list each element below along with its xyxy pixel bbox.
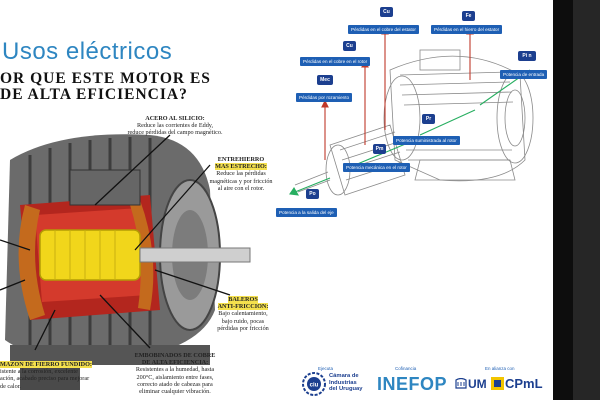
slide-question-line-1: OR QUE ESTE MOTOR ES — [0, 70, 211, 87]
um-logo: UM — [468, 377, 487, 391]
inefop-logo: INEFOP — [377, 374, 448, 394]
caption-embobinados: EMBOBINADOS DE COBRE DE ALTA EFICIENCIA:… — [134, 352, 216, 396]
badge-cu-rotor: Cu — [343, 41, 356, 51]
badge-pin: Pi n — [518, 51, 536, 61]
window-gutter — [553, 0, 573, 400]
tag-potencia-mecanica: Potencia mecánica en el rotor — [343, 163, 410, 172]
svg-text:ciu: ciu — [310, 383, 319, 389]
badge-fe: Fe — [462, 11, 475, 21]
caption-acero-al-silicio: ACERO AL SILICIO: Reduce las corrientes … — [127, 115, 223, 137]
cpml-logo: CPmL — [505, 376, 543, 391]
tag-estator-fe: Pérdidas en el hierro del estator — [431, 25, 503, 34]
slide-question-line-2: DE ALTA EFICIENCIA? — [0, 86, 188, 103]
slide-title: Usos eléctricos — [2, 38, 173, 65]
tag-rotor-cu: Pérdidas en el cobre en el rotor — [300, 57, 371, 66]
tag-estator-cu: Pérdidas en el cobre del estator — [348, 25, 419, 34]
badge-cu-stator: Cu — [380, 7, 393, 17]
um-logo-icon — [455, 378, 467, 389]
caption-armazon: MAZON DE FIERRO FUNDIDO: istente a la co… — [0, 361, 92, 390]
caption-entrehierro: ENTREHIERRO MAS ESTRECHO: Reduce las pér… — [209, 156, 273, 192]
footer-alianza-label: En alianza con — [485, 366, 515, 371]
tag-potencia-entrada: Potencia de entrada — [500, 70, 548, 79]
badge-mec: Mec — [317, 75, 333, 85]
tag-potencia-salida: Potencia a la salida del eje — [276, 208, 337, 217]
ciu-logo-icon: ciu — [302, 372, 326, 396]
caption-baleros: BALEROS ANTI-FRICCION: Bajo calentamient… — [217, 296, 269, 332]
motor-cutaway-illustration — [0, 110, 280, 400]
footer-ejecuta-label: Ejecuta — [318, 366, 334, 371]
presentation-slide: Usos eléctricos OR QUE ESTE MOTOR ES DE … — [0, 0, 553, 400]
cpml-logo-icon — [491, 377, 504, 390]
footer-cofinancia-label: Cofinancia — [395, 366, 417, 371]
badge-pr: Pr — [422, 114, 435, 124]
badge-pm: Pm — [373, 144, 386, 154]
camara-industrias-name: Cámara de Industrias del Uruguay — [329, 373, 363, 392]
tag-rozamiento: Pérdidas por rozamiento — [296, 93, 353, 102]
badge-po: Po — [306, 189, 319, 199]
tag-potencia-suministrada: Potencia suministrada al rotor — [393, 136, 460, 145]
side-panel — [573, 0, 600, 400]
motor-power-flow-diagram — [289, 26, 534, 196]
